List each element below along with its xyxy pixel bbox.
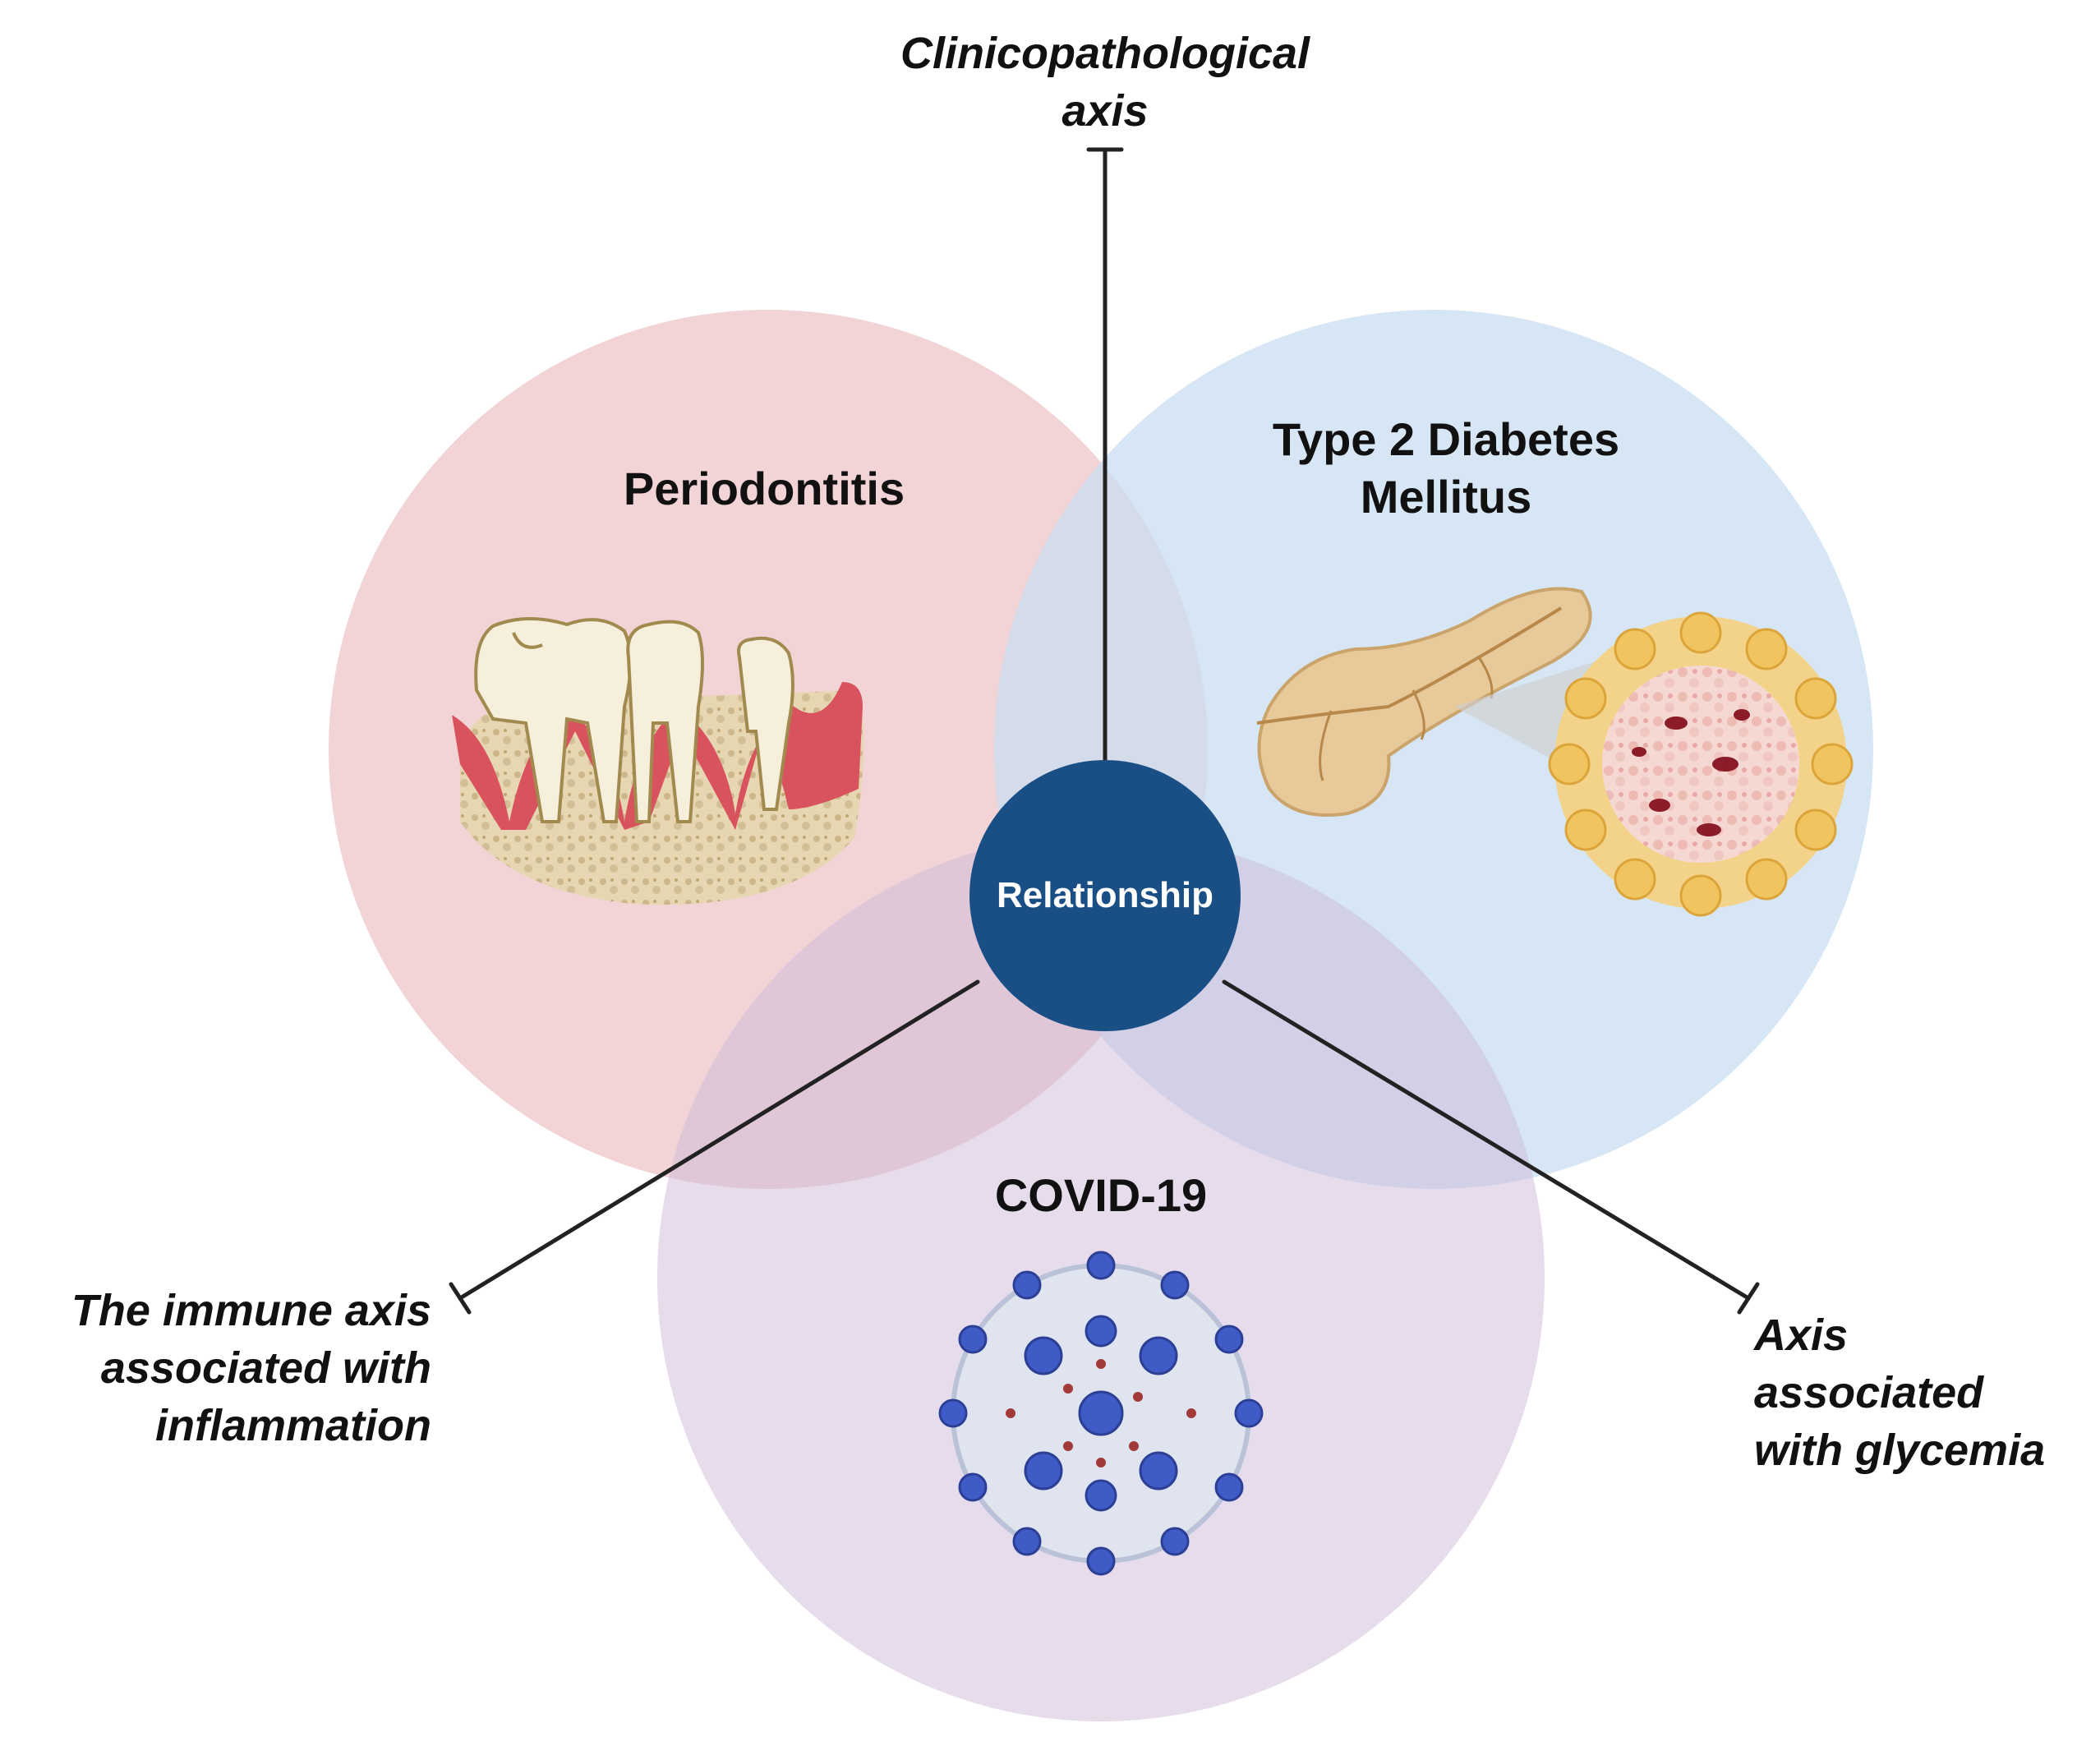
- periodontitis-title: Periodontitis: [623, 463, 905, 514]
- clinicopathological-axis-label: Clinicopathological axis: [859, 25, 1352, 140]
- coronavirus-icon: [938, 1251, 1264, 1576]
- tooth-gum-icon: [452, 617, 864, 905]
- glycemia-axis-line: [1222, 979, 1751, 1301]
- immune-axis-line3: inflammation: [154, 1401, 431, 1451]
- immune-axis-label: The immune axis associated with inflamma…: [16, 1282, 431, 1455]
- immune-axis-line: [458, 979, 980, 1301]
- glycemia-axis-label: Axis associated with glycemia: [1754, 1306, 2091, 1480]
- clinicopathological-axis-line2: axis: [1062, 86, 1149, 136]
- relationship-label: Relationship: [996, 875, 1214, 915]
- glycemia-axis-line3: with glycemia: [1754, 1426, 2046, 1476]
- glycemia-axis-endcap: [1737, 1282, 1760, 1315]
- clinicopathological-axis-line1: Clinicopathological: [900, 29, 1310, 78]
- diabetes-title-line2: Mellitus: [1360, 471, 1532, 523]
- relationship-node: [969, 760, 1241, 1031]
- diabetes-title: Type 2 Diabetes Mellitus: [1200, 411, 1692, 526]
- glycemia-axis-line1: Axis: [1754, 1311, 1849, 1360]
- immune-axis-line1: The immune axis: [71, 1286, 431, 1335]
- glycemia-axis-line2: associated: [1754, 1368, 1984, 1418]
- immune-axis-line2: associated with: [100, 1343, 431, 1394]
- covid-title: COVID-19: [994, 1169, 1208, 1221]
- diabetes-title-line1: Type 2 Diabetes: [1272, 413, 1620, 465]
- pancreas-islet-icon: [1256, 587, 1854, 917]
- immune-axis-endcap: [449, 1282, 472, 1315]
